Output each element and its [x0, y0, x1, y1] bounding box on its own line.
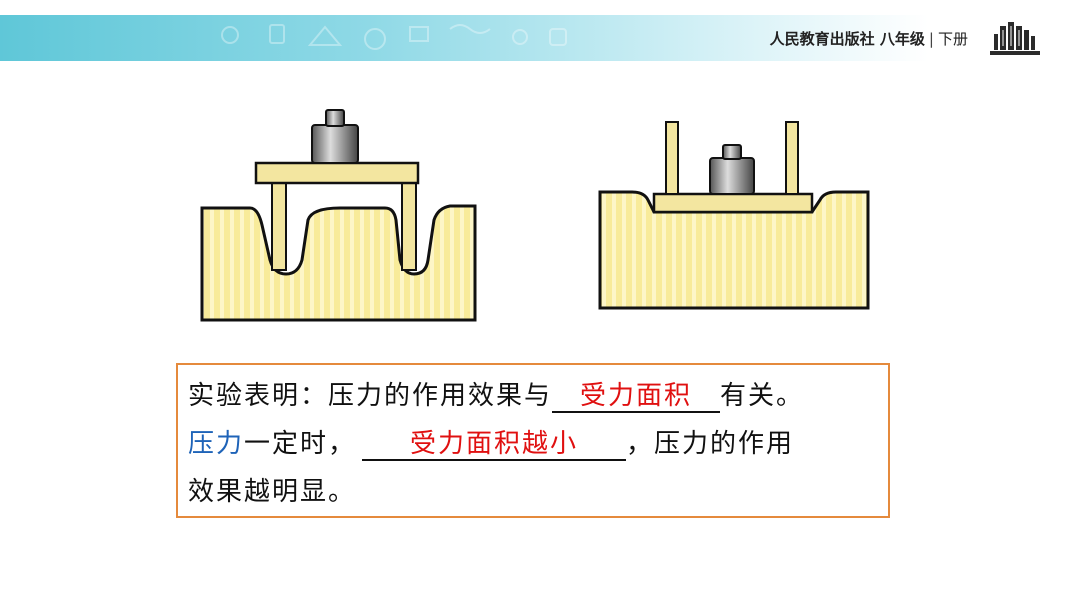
- answer-blank-2: 受力面积越小: [362, 429, 627, 461]
- separator: |: [928, 30, 934, 48]
- experiment-legs-down: [200, 109, 477, 322]
- publisher-name: 人民教育出版社: [769, 30, 875, 48]
- line2-mid: 一定时，: [244, 429, 357, 459]
- conclusion-line-2: 压力一定时，受力面积越小，压力的作用: [188, 423, 794, 461]
- experiment-legs-up: [598, 121, 870, 310]
- books-icon: [990, 22, 1040, 55]
- pressure-highlight: 压力: [188, 429, 245, 459]
- line1-suffix: 有关。: [720, 381, 805, 411]
- conclusion-box: 实验表明：压力的作用效果与受力面积有关。 压力一定时，受力面积越小，压力的作用 …: [176, 363, 890, 518]
- grade-label: 八年级: [879, 30, 925, 48]
- sponge-left: [200, 204, 477, 322]
- line2-suffix: ，压力的作用: [626, 429, 795, 459]
- line1-prefix: 实验表明：压力的作用效果与: [188, 381, 553, 411]
- decorative-icons: [221, 24, 567, 50]
- header-banner: [0, 15, 1055, 61]
- publisher-label: 人民教育出版社 八年级|下册: [770, 15, 968, 61]
- answer-blank-1: 受力面积: [552, 381, 721, 413]
- conclusion-line-1: 实验表明：压力的作用效果与受力面积有关。: [188, 375, 804, 413]
- conclusion-line-3: 效果越明显。: [188, 477, 357, 507]
- volume-label: 下册: [937, 30, 968, 48]
- sponge-right: [598, 190, 870, 310]
